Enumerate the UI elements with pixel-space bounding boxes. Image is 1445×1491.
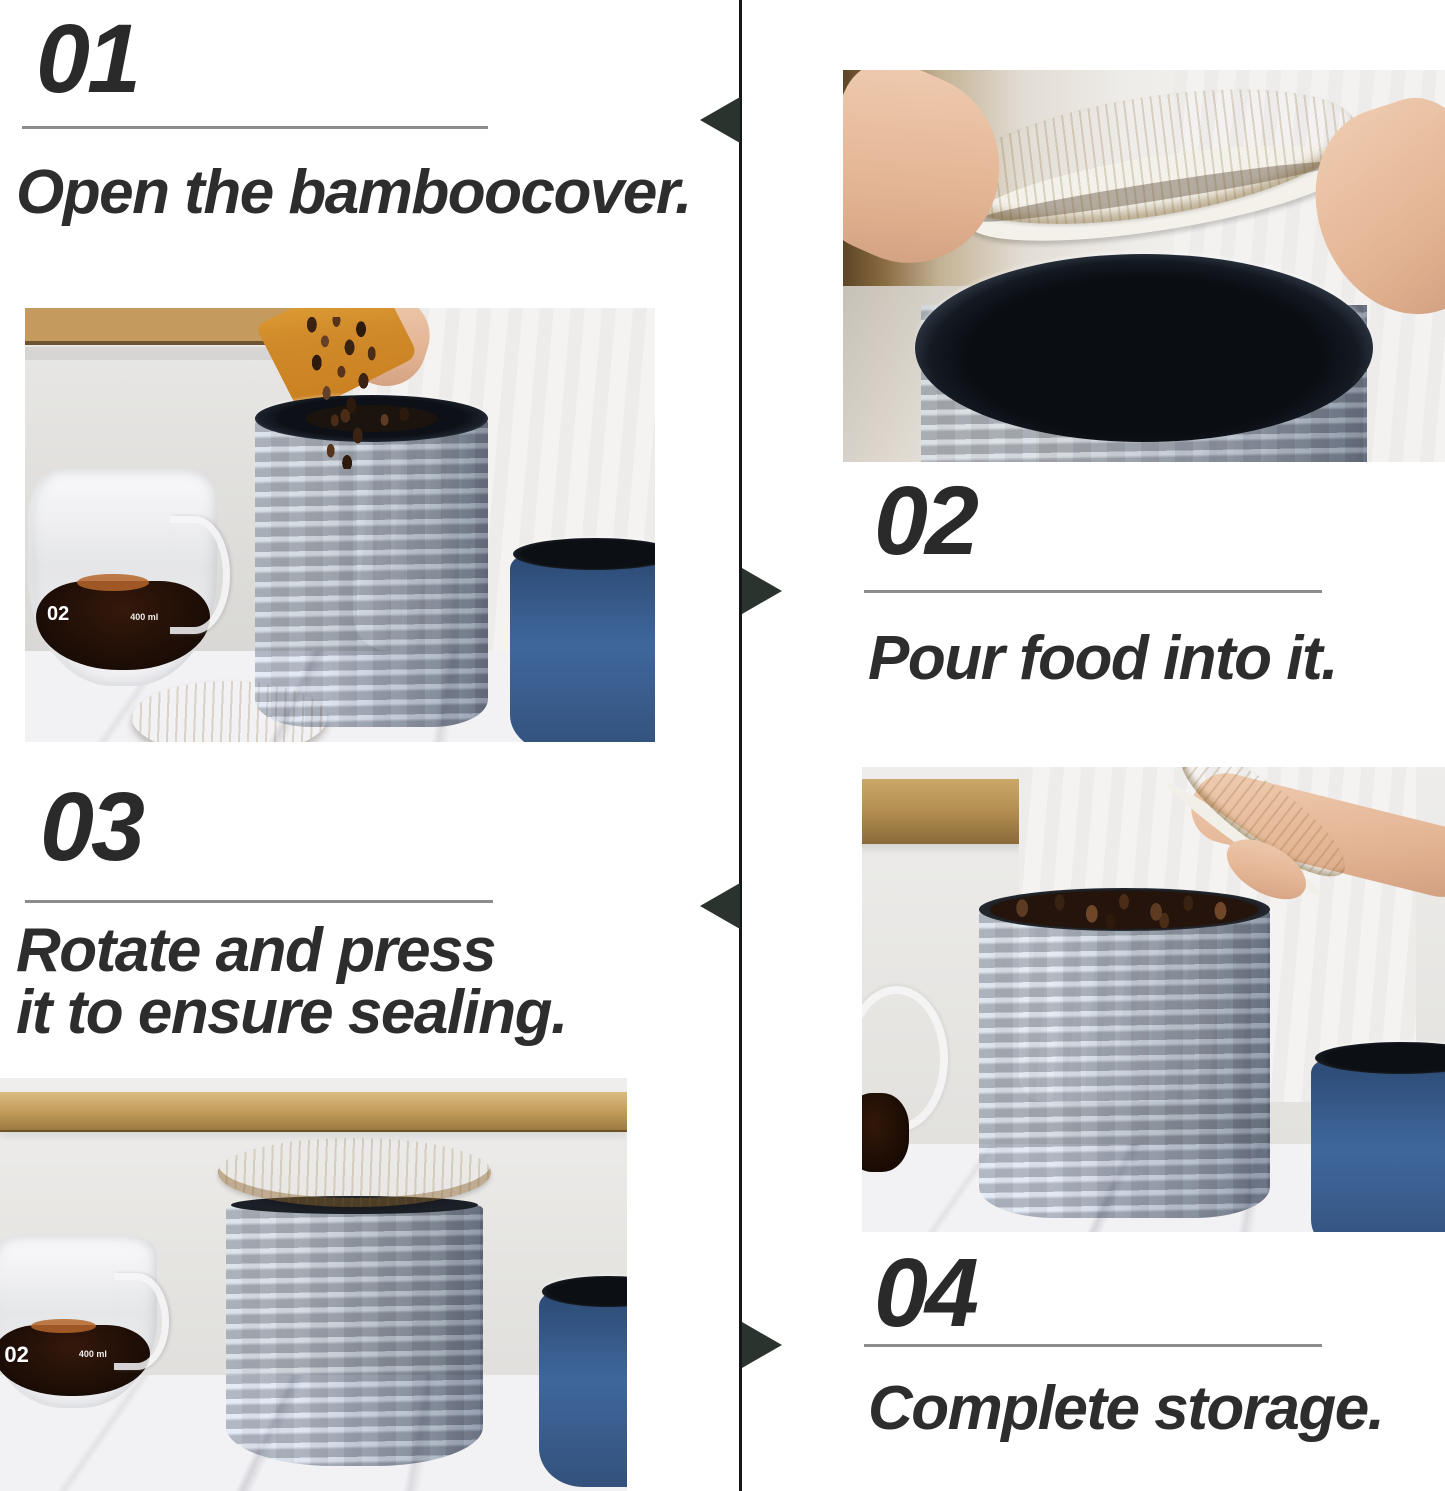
wood-rail — [0, 1092, 627, 1132]
step-3-number: 03 — [40, 772, 145, 881]
canister-body — [225, 1203, 483, 1467]
canister — [978, 887, 1271, 1219]
blue-cup-body — [539, 1292, 627, 1487]
canister-body — [978, 907, 1271, 1219]
coffee-beans — [990, 891, 1259, 930]
blue-cup-mouth — [1314, 1041, 1445, 1074]
blue-cup-body — [1310, 1058, 1445, 1232]
step-1-number: 01 — [36, 4, 141, 113]
arrow-left-icon — [700, 97, 740, 143]
step-4-number: 04 — [874, 1238, 979, 1347]
step-4-rule — [864, 1344, 1322, 1347]
step-3-rule — [25, 900, 493, 903]
step-3-caption: Rotate and press it to ensure sealing. — [16, 916, 568, 1047]
coffee-beans-stream — [302, 316, 385, 469]
step-3-photo — [862, 767, 1445, 1232]
step-1-caption: Open the bamboocover. — [16, 158, 692, 227]
canister-rim — [230, 1196, 478, 1215]
arrow-right-icon — [742, 1322, 782, 1368]
carafe-crema — [77, 573, 150, 592]
coffee-carafe: 02 400 ml — [28, 468, 231, 686]
step-2-photo — [843, 70, 1445, 462]
step-2-number: 02 — [874, 466, 979, 575]
bamboo-lid — [218, 1137, 491, 1207]
coffee-carafe: 02 400 ml — [0, 1234, 169, 1409]
carafe-coffee — [862, 1092, 909, 1172]
arrow-right-icon — [742, 568, 782, 614]
bamboo-lid — [132, 681, 328, 742]
step-4-photo: 02 400 ml — [0, 1078, 627, 1491]
step-2-caption: Pour food into it. — [868, 624, 1338, 693]
carafe-volume-label: 400 ml — [130, 611, 159, 622]
blue-cup — [539, 1276, 627, 1487]
step-4-caption: Complete storage. — [868, 1374, 1385, 1443]
step-3-caption-line-1: Rotate and press — [16, 916, 497, 985]
carafe-label: 02 — [47, 603, 70, 626]
step-2-rule — [864, 590, 1322, 593]
blue-cup-mouth — [513, 538, 655, 570]
carafe-handle — [170, 516, 231, 635]
carafe-volume-label: 400 ml — [78, 1349, 107, 1360]
blue-cup-body — [510, 555, 655, 742]
carafe-handle — [114, 1273, 169, 1371]
carafe-crema — [31, 1319, 96, 1333]
step-1-photo: 02 400 ml — [25, 308, 655, 742]
canister-with-lid — [218, 1137, 491, 1467]
center-divider-line — [739, 0, 742, 1491]
step-3-caption-line-2: it to ensure sealing. — [16, 978, 568, 1047]
blue-cup — [1310, 1041, 1445, 1232]
canister-mouth — [915, 254, 1373, 443]
arrow-left-icon — [700, 883, 740, 929]
carafe-label: 02 — [4, 1342, 29, 1368]
step-1-rule — [22, 126, 488, 129]
blue-cup — [510, 538, 655, 742]
